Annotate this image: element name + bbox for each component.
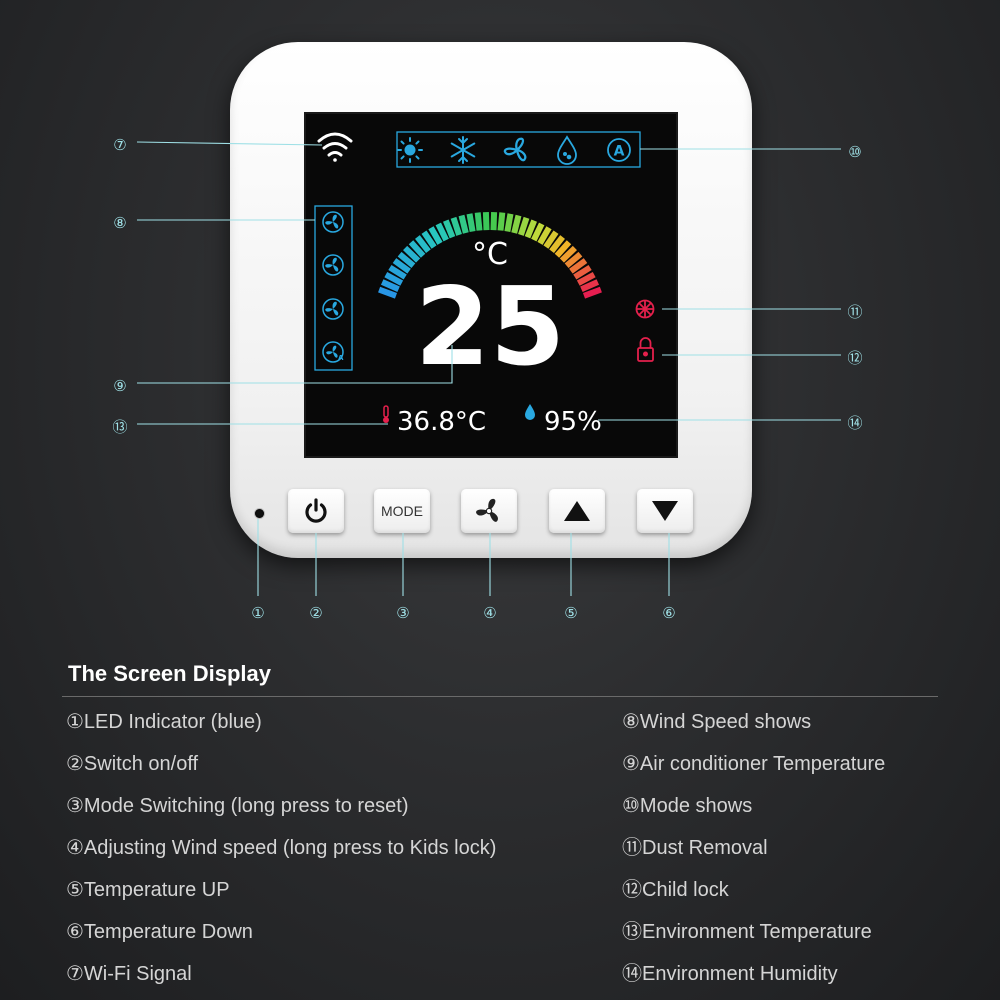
legend-item: ①LED Indicator (blue) <box>66 711 262 733</box>
legend-item: ⑧Wind Speed shows <box>622 711 812 733</box>
thermostat-device: MODE <box>230 42 752 558</box>
legend-item: ⑤Temperature UP <box>66 879 230 901</box>
legend-item: ④Adjusting Wind speed (long press to Kid… <box>66 837 497 859</box>
callout-3: ③ <box>396 604 409 622</box>
legend-left-column: ①LED Indicator (blue) ②Switch on/off ③Mo… <box>66 706 496 1000</box>
legend-title: The Screen Display <box>68 661 271 686</box>
temperature-up-button[interactable] <box>549 489 605 533</box>
fan-icon <box>476 498 498 522</box>
callout-9: ⑨ <box>113 377 126 395</box>
legend-right-column: ⑧Wind Speed shows ⑨Air conditioner Tempe… <box>622 706 885 1000</box>
callout-10: ⑩ <box>848 143 861 161</box>
legend-item: ⑦Wi-Fi Signal <box>66 963 192 985</box>
legend-item: ③Mode Switching (long press to reset) <box>66 795 409 817</box>
legend-item: ⑥Temperature Down <box>66 921 253 943</box>
triangle-down-icon <box>652 501 678 521</box>
callout-8: ⑧ <box>113 214 126 232</box>
callout-13: ⑬ <box>112 418 127 436</box>
fan-speed-button[interactable] <box>461 489 517 533</box>
legend-item: ⑨Air conditioner Temperature <box>622 753 886 775</box>
callout-14: ⑭ <box>847 414 862 432</box>
lcd-screen <box>304 112 678 458</box>
legend-item: ⑬Environment Temperature <box>622 921 872 943</box>
callout-4: ④ <box>483 604 496 622</box>
temperature-down-button[interactable] <box>637 489 693 533</box>
callout-2: ② <box>309 604 322 622</box>
power-button[interactable] <box>288 489 344 533</box>
led-indicator <box>255 509 264 518</box>
power-icon <box>305 498 327 523</box>
legend-item: ⑩Mode shows <box>622 795 753 817</box>
legend-item: ⑭Environment Humidity <box>622 963 838 985</box>
callout-5: ⑤ <box>564 604 577 622</box>
legend-item: ②Switch on/off <box>66 753 199 775</box>
triangle-up-icon <box>564 501 590 521</box>
legend-divider <box>62 696 938 697</box>
callout-12: ⑫ <box>847 349 862 367</box>
mode-button[interactable]: MODE <box>374 489 430 533</box>
callout-7: ⑦ <box>113 136 126 154</box>
callout-6: ⑥ <box>662 604 675 622</box>
legend-item: ⑪Dust Removal <box>622 837 768 859</box>
callout-11: ⑪ <box>847 303 862 321</box>
callout-1: ① <box>251 604 264 622</box>
mode-button-label: MODE <box>381 503 423 519</box>
legend-item: ⑫Child lock <box>622 879 729 901</box>
